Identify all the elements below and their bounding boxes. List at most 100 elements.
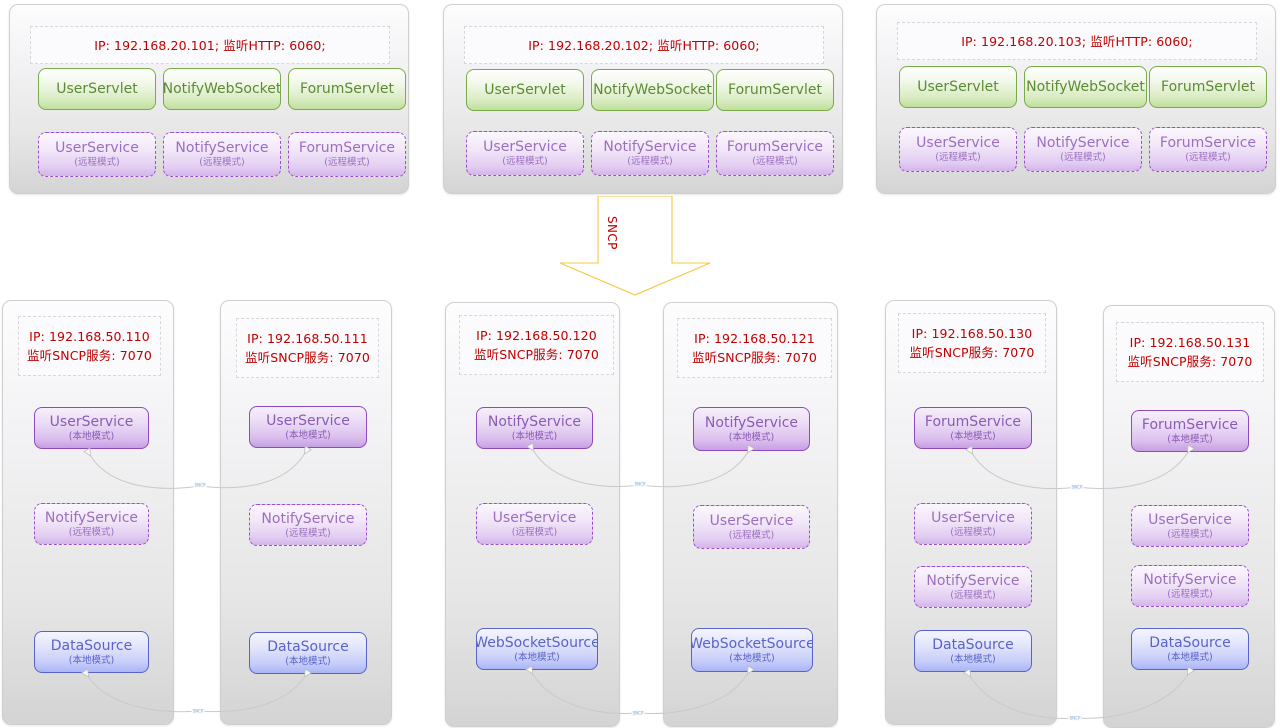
web-host-3-service-1[interactable]: NotifyService (远程模式)	[1024, 127, 1142, 172]
service-host-111-component-2[interactable]: DataSource (本地模式)	[249, 632, 367, 674]
node-label: UserServlet	[917, 79, 999, 95]
node-label: UserServlet	[484, 82, 566, 98]
sncp-arrow-label: SNCP	[605, 216, 619, 250]
node-label: NotifyService	[261, 510, 355, 527]
node-mode: (远程模式)	[950, 526, 996, 538]
node-mode: (远程模式)	[502, 156, 548, 167]
web-host-1: IP: 192.168.20.101; 监听HTTP: 6060; UserSe…	[9, 4, 409, 194]
service-host-110-component-0[interactable]: UserService (本地模式)	[34, 407, 149, 449]
service-host-130-component-2[interactable]: NotifyService (远程模式)	[914, 566, 1032, 608]
link-label-0: SNCP	[193, 482, 207, 488]
node-label: DataSource	[50, 637, 133, 654]
service-host-131-component-1[interactable]: UserService (远程模式)	[1131, 505, 1249, 547]
node-label: DataSource	[932, 636, 1014, 653]
web-host-2-service-2[interactable]: ForumService (远程模式)	[716, 131, 834, 176]
web-host-2-service-1[interactable]: NotifyService (远程模式)	[591, 131, 709, 176]
node-mode: (本地模式)	[511, 430, 558, 442]
web-host-3-service-0[interactable]: UserService (远程模式)	[899, 127, 1017, 172]
node-label: UserService	[49, 413, 134, 430]
web-host-2-ip-plate: IP: 192.168.20.102; 监听HTTP: 6060;	[464, 26, 824, 64]
service-host-131-component-0[interactable]: ForumService (本地模式)	[1131, 410, 1249, 452]
node-label: UserService	[1148, 511, 1232, 528]
service-host-121-component-0[interactable]: NotifyService (本地模式)	[693, 407, 810, 451]
web-host-1-service-0[interactable]: UserService (远程模式)	[38, 132, 156, 177]
node-label: NotifyService	[1143, 571, 1237, 588]
web-host-1-servlet-1[interactable]: NotifyWebSocket	[163, 68, 281, 110]
service-host-130-component-1[interactable]: UserService (远程模式)	[914, 503, 1032, 545]
service-host-120-ip-plate: IP: 192.168.50.120 监听SNCP服务: 7070	[459, 315, 614, 375]
service-host-111-component-0[interactable]: UserService (本地模式)	[249, 406, 367, 448]
node-mode: (远程模式)	[752, 156, 798, 167]
node-label: DataSource	[267, 638, 349, 655]
node-label: ForumService	[1141, 416, 1239, 433]
service-host-110-component-2[interactable]: DataSource (本地模式)	[34, 631, 149, 673]
node-mode: (本地模式)	[285, 429, 331, 441]
service-host-120-component-1[interactable]: UserService (远程模式)	[476, 503, 593, 545]
node-label: NotifyService	[926, 572, 1020, 589]
node-mode: (远程模式)	[1167, 528, 1213, 540]
service-host-121-component-1[interactable]: UserService (远程模式)	[693, 505, 810, 549]
service-host-120-component-0[interactable]: NotifyService (本地模式)	[476, 407, 593, 449]
node-label: ForumService	[298, 140, 396, 156]
node-mode: (本地模式)	[729, 652, 775, 664]
web-host-3-servlet-0[interactable]: UserServlet	[899, 66, 1017, 108]
web-host-2-servlet-0[interactable]: UserServlet	[466, 69, 584, 111]
node-label: NotifyWebSocket	[1026, 79, 1145, 95]
node-label: UserService	[931, 509, 1015, 526]
node-mode: (远程模式)	[285, 527, 331, 539]
service-host-110-component-1[interactable]: NotifyService (远程模式)	[34, 503, 149, 545]
node-label: UserService	[709, 512, 794, 529]
node-mode: (本地模式)	[950, 653, 996, 665]
node-label: NotifyWebSocket	[163, 81, 281, 97]
web-host-1-service-2[interactable]: ForumService (远程模式)	[288, 132, 406, 177]
web-host-3-service-2[interactable]: ForumService (远程模式)	[1149, 127, 1267, 172]
link-label-2: SNCP	[633, 481, 647, 487]
node-mode: (远程模式)	[935, 152, 981, 163]
service-host-131-component-2[interactable]: NotifyService (远程模式)	[1131, 565, 1249, 607]
service-host-131-ip-plate: IP: 192.168.50.131 监听SNCP服务: 7070	[1116, 322, 1264, 382]
service-host-131-component-3[interactable]: DataSource (本地模式)	[1131, 628, 1249, 670]
web-host-2-servlet-2[interactable]: ForumServlet	[716, 69, 834, 111]
link-label-5: SNCP	[1068, 715, 1082, 721]
web-host-1-servlet-0[interactable]: UserServlet	[38, 68, 156, 110]
node-label: NotifyService	[1036, 135, 1130, 151]
sncp-protocol-arrow	[559, 196, 711, 296]
service-host-121-ip-plate: IP: 192.168.50.121 监听SNCP服务: 7070	[677, 318, 832, 378]
node-label: WebSocketSource	[476, 634, 598, 651]
node-mode: (本地模式)	[1167, 651, 1213, 663]
node-label: ForumServlet	[728, 82, 822, 98]
node-mode: (远程模式)	[324, 157, 370, 168]
node-label: DataSource	[1149, 634, 1231, 651]
node-label: NotifyService	[175, 140, 269, 156]
web-host-3-servlet-1[interactable]: NotifyWebSocket	[1024, 66, 1147, 108]
service-host-111-component-1[interactable]: NotifyService (远程模式)	[249, 504, 367, 546]
web-host-2-service-0[interactable]: UserService (远程模式)	[466, 131, 584, 176]
node-mode: (远程模式)	[950, 589, 996, 601]
node-label: NotifyService	[603, 139, 697, 155]
node-mode: (本地模式)	[285, 655, 331, 667]
service-host-130-ip-plate: IP: 192.168.50.130 监听SNCP服务: 7070	[898, 313, 1046, 373]
web-host-2: IP: 192.168.20.102; 监听HTTP: 6060; UserSe…	[443, 4, 843, 194]
web-host-3: IP: 192.168.20.103; 监听HTTP: 6060; UserSe…	[876, 4, 1276, 194]
node-label: ForumServlet	[1161, 79, 1255, 95]
web-host-1-service-1[interactable]: NotifyService (远程模式)	[163, 132, 281, 177]
service-host-120-component-2[interactable]: WebSocketSource (本地模式)	[476, 628, 598, 670]
service-host-121-component-2[interactable]: WebSocketSource (本地模式)	[691, 628, 813, 672]
node-label: UserService	[492, 509, 577, 526]
node-label: ForumService	[1159, 135, 1257, 151]
service-host-110: IP: 192.168.50.110 监听SNCP服务: 7070 UserSe…	[2, 300, 174, 725]
service-host-131: IP: 192.168.50.131 监听SNCP服务: 7070 ForumS…	[1103, 305, 1275, 728]
web-host-3-servlet-2[interactable]: ForumServlet	[1149, 66, 1267, 108]
node-mode: (本地模式)	[68, 654, 115, 666]
node-mode: (本地模式)	[514, 651, 560, 663]
node-label: NotifyService	[704, 414, 799, 431]
node-mode: (远程模式)	[627, 156, 673, 167]
node-mode: (远程模式)	[199, 157, 245, 168]
web-host-2-servlet-1[interactable]: NotifyWebSocket	[591, 69, 714, 111]
web-host-1-servlet-2[interactable]: ForumServlet	[288, 68, 406, 110]
node-mode: (远程模式)	[1060, 152, 1106, 163]
node-mode: (本地模式)	[68, 430, 115, 442]
service-host-110-ip-plate: IP: 192.168.50.110 监听SNCP服务: 7070	[18, 316, 161, 376]
service-host-130-component-0[interactable]: ForumService (本地模式)	[914, 407, 1032, 449]
service-host-130-component-3[interactable]: DataSource (本地模式)	[914, 630, 1032, 672]
